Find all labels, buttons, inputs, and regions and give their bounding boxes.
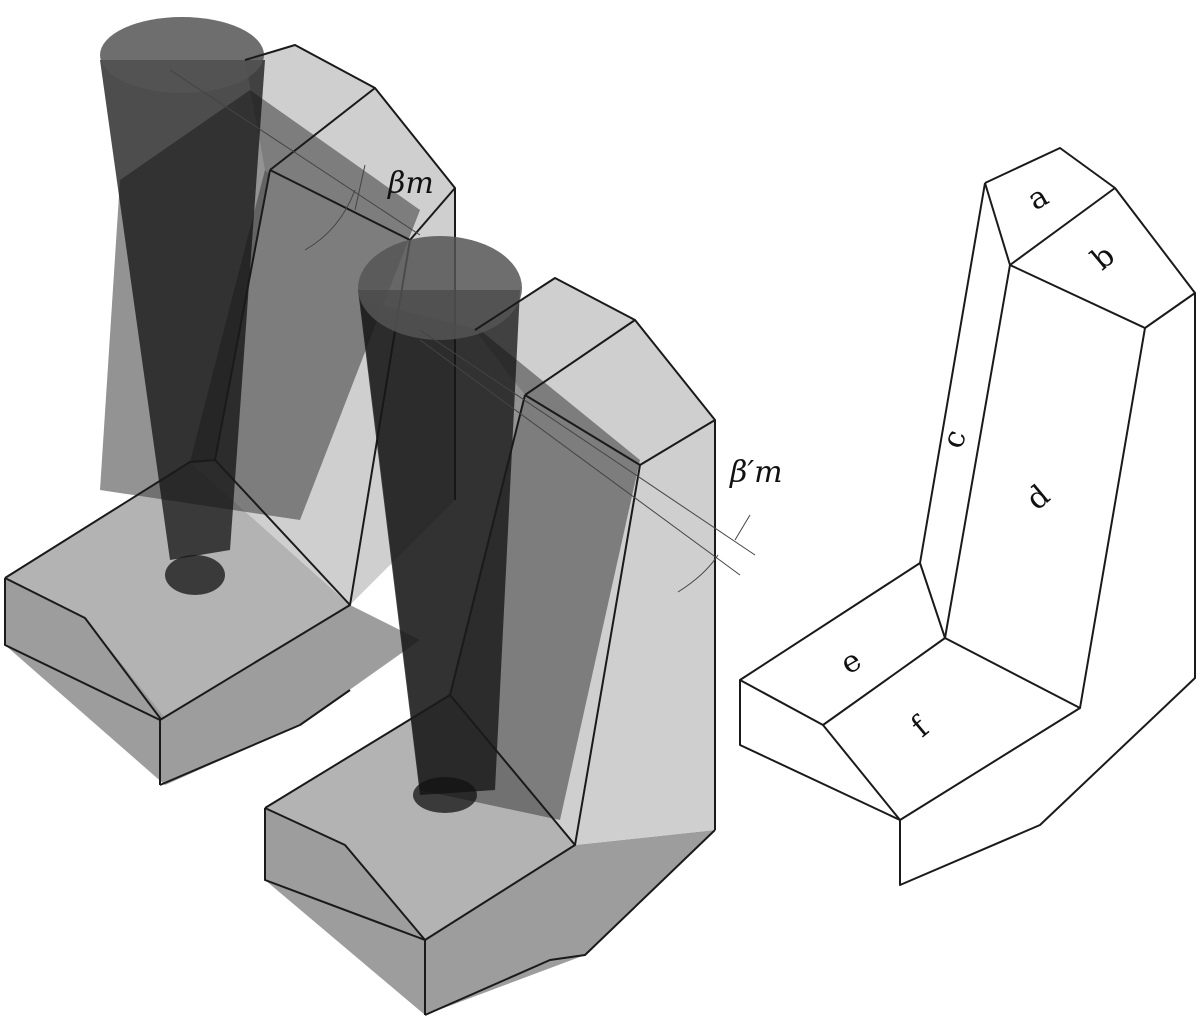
solid-middle (264, 236, 756, 1016)
solid-middle-column-front-edge (449, 394, 526, 696)
solid-middle-base-front-edge (264, 807, 426, 1015)
solid-middle-base-bottom-edge (424, 829, 716, 1016)
solid-left-column-ridge (269, 87, 376, 171)
solid-middle-beam-cap (358, 236, 522, 340)
beta-m-prime-arrow (734, 514, 751, 541)
solid-outline-floor-split (822, 637, 946, 726)
solid-outline (739, 147, 1196, 886)
solid-middle-base-edges (264, 694, 576, 941)
solid-outline-silhouette (739, 147, 1196, 886)
beta-m-arc (304, 189, 356, 251)
solid-left-base-front-edge (4, 577, 161, 785)
solid-left-beam (100, 60, 265, 560)
solid-left-column-top-right (409, 187, 456, 241)
solid-left-base-front (5, 578, 165, 785)
solid-middle-base-right (425, 830, 715, 1015)
solid-middle-column-ridge (524, 319, 636, 396)
solid-outline-base-front (739, 679, 901, 821)
solid-middle-base-front (265, 808, 425, 1015)
beta-m-prime-line-2 (419, 339, 741, 576)
solid-outline-column-edge (1079, 327, 1146, 709)
solid-left-beam-spot (165, 555, 225, 595)
solid-left-column-front-edge (214, 169, 271, 461)
solid-outline-corner (899, 562, 1081, 821)
beta-m-prime-label: β′m (729, 455, 783, 490)
solid-left-beam-cap (100, 17, 264, 93)
solid-outline-inner-edge (944, 264, 1011, 639)
solid-middle-column-top-right (639, 419, 716, 466)
beta-m-arrow (354, 164, 366, 211)
solid-outline-fill (740, 148, 1195, 885)
solid-middle-beam (358, 290, 520, 795)
solid-middle-beam-spot (413, 777, 477, 813)
solid-left-base-right (165, 605, 420, 785)
beta-m-line (169, 69, 421, 236)
solid-left-base-bottom-edge (159, 689, 351, 786)
beta-m-prime-line-1 (419, 329, 756, 556)
beta-m-prime-arc (677, 554, 719, 593)
beta-m-label: βm (387, 166, 434, 201)
